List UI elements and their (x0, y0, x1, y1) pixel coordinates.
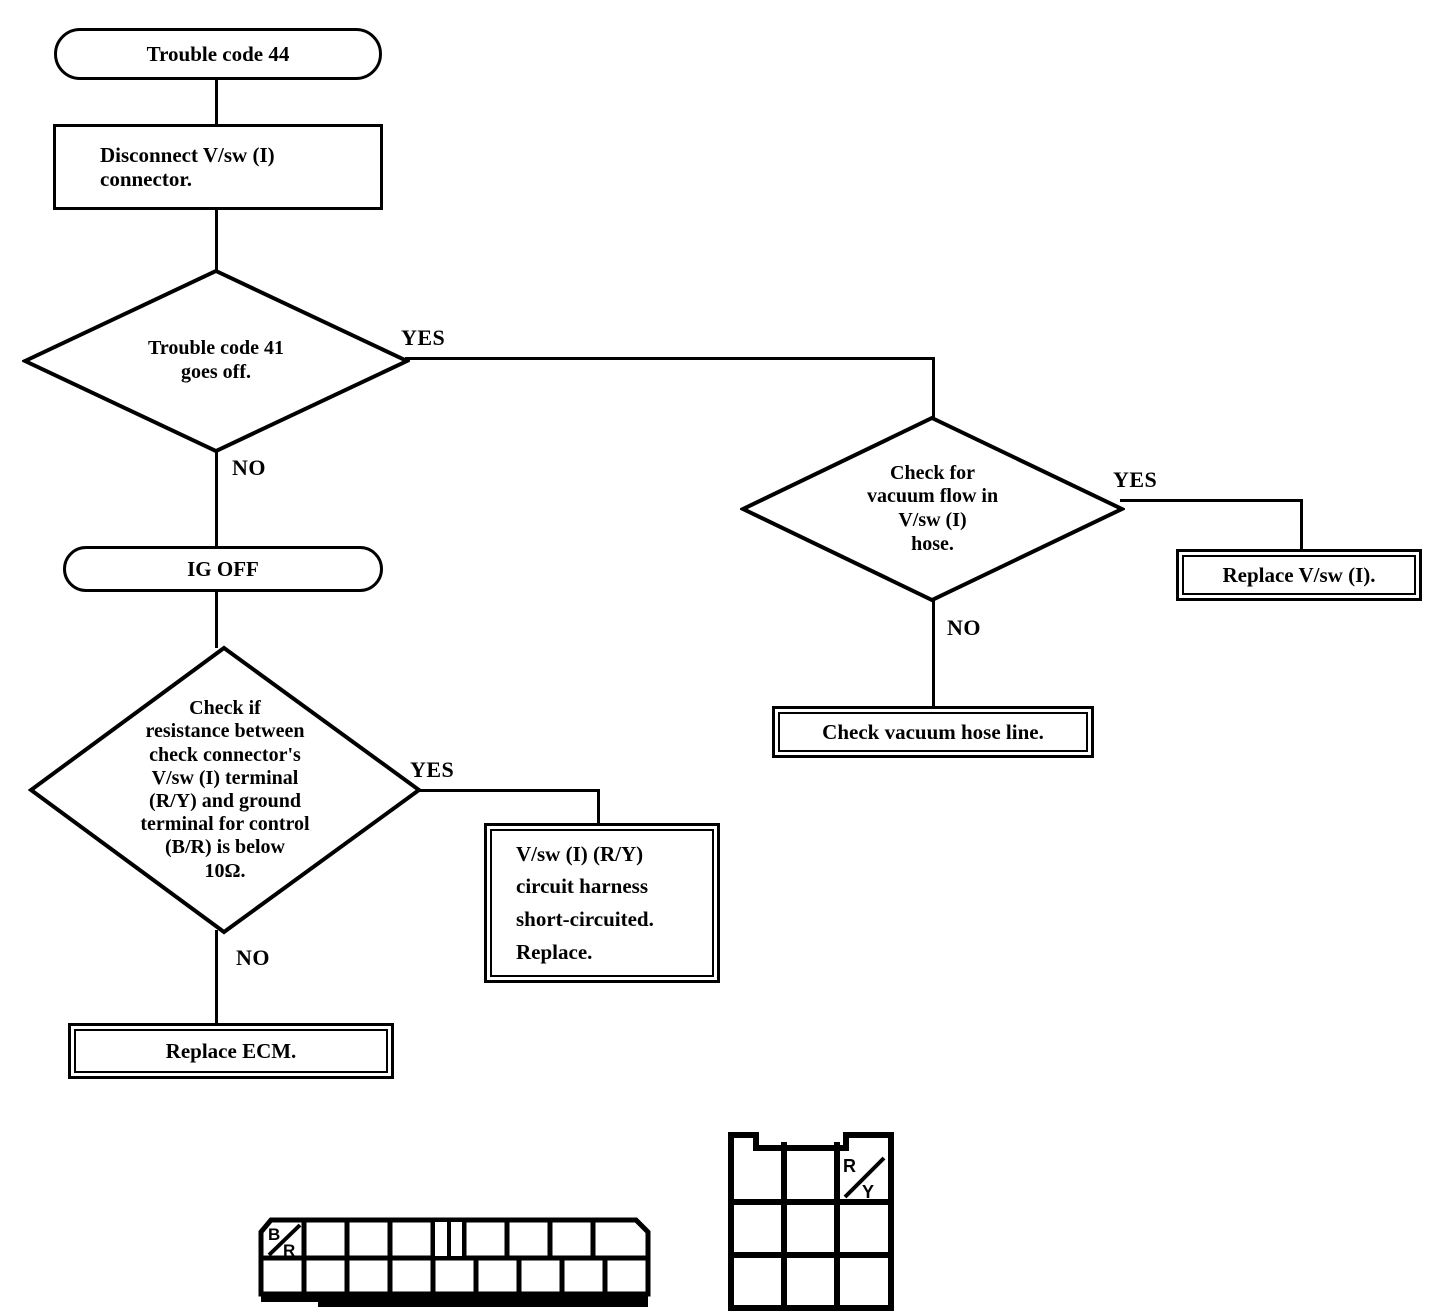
edge-resistance-no-vertical (215, 930, 218, 1025)
node-disconnect-connector-label: Disconnect V/sw (I) connector. (100, 142, 275, 191)
node-ig-off[interactable]: IG OFF (63, 546, 383, 592)
pin-code-r: R (283, 1241, 295, 1260)
node-resistance-check-decision[interactable]: Check if resistance between check connec… (28, 645, 422, 935)
node-replace-ecm-label: Replace ECM. (165, 1038, 297, 1063)
diamond-shape-code41 (22, 268, 410, 454)
edge-resistance-yes-horizontal (417, 789, 600, 792)
branch-label-resistance-yes: YES (410, 757, 455, 782)
pin-code-slash-ry (843, 1156, 886, 1199)
node-trouble-code-44-label: Trouble code 44 (146, 41, 290, 66)
edge-vacuum-yes-vertical (1300, 499, 1303, 551)
node-disconnect-connector[interactable]: Disconnect V/sw (I) connector. (53, 124, 383, 210)
node-vacuum-flow-decision[interactable]: Check for vacuum flow in V/sw (I) hose. (740, 415, 1125, 603)
pin-code-r-vsw: R (843, 1156, 856, 1176)
ecm-check-connector-diagram: B R (258, 1208, 658, 1312)
node-replace-vsw[interactable]: Replace V/sw (I). (1176, 549, 1422, 601)
node-replace-vsw-inner: Replace V/sw (I). (1182, 555, 1416, 595)
node-replace-vsw-label: Replace V/sw (I). (1222, 562, 1376, 587)
node-check-vacuum-hose-line[interactable]: Check vacuum hose line. (772, 706, 1094, 758)
node-trouble-code-41-decision[interactable]: Trouble code 41 goes off. (22, 268, 410, 454)
edge-code41-yes-horizontal (405, 357, 935, 360)
node-trouble-code-44[interactable]: Trouble code 44 (54, 28, 382, 80)
edge-disconnect-to-code41 (215, 210, 218, 270)
edge-start-to-disconnect (215, 78, 218, 126)
branch-label-code41-no: NO (232, 455, 266, 480)
node-check-vacuum-hose-line-inner: Check vacuum hose line. (778, 712, 1088, 752)
pin-code-y-vsw: Y (862, 1182, 874, 1202)
edge-resistance-yes-vertical (597, 789, 600, 825)
edge-code41-yes-vertical (932, 357, 935, 419)
diamond-shape-resistance (28, 645, 422, 935)
node-replace-ecm-inner: Replace ECM. (74, 1029, 388, 1073)
branch-label-vacuum-yes: YES (1113, 467, 1158, 492)
node-harness-short-circuited[interactable]: V/sw (I) (R/Y) circuit harness short-cir… (484, 823, 720, 983)
branch-label-code41-yes: YES (401, 325, 446, 350)
pin-code-b: B (268, 1225, 280, 1244)
diamond-shape-vacuum (740, 415, 1125, 603)
edge-vacuum-no-vertical (932, 598, 935, 708)
node-replace-ecm[interactable]: Replace ECM. (68, 1023, 394, 1079)
node-harness-short-circuited-inner: V/sw (I) (R/Y) circuit harness short-cir… (490, 829, 714, 977)
node-check-vacuum-hose-line-label: Check vacuum hose line. (822, 719, 1044, 744)
pin-code-slash-br (267, 1223, 302, 1257)
branch-label-resistance-no: NO (236, 945, 270, 970)
edge-code41-no-vertical (215, 450, 218, 548)
vsw-connector-svg: R Y (728, 1132, 894, 1311)
edge-igoff-to-resistance (215, 592, 218, 648)
node-ig-off-label: IG OFF (187, 556, 259, 581)
ecm-connector-svg: B R (258, 1217, 651, 1307)
edge-vacuum-yes-horizontal (1120, 499, 1303, 502)
branch-label-vacuum-no: NO (947, 615, 981, 640)
vsw-connector-diagram: R Y (726, 1130, 906, 1316)
node-harness-short-circuited-label: V/sw (I) (R/Y) circuit harness short-cir… (516, 841, 654, 964)
